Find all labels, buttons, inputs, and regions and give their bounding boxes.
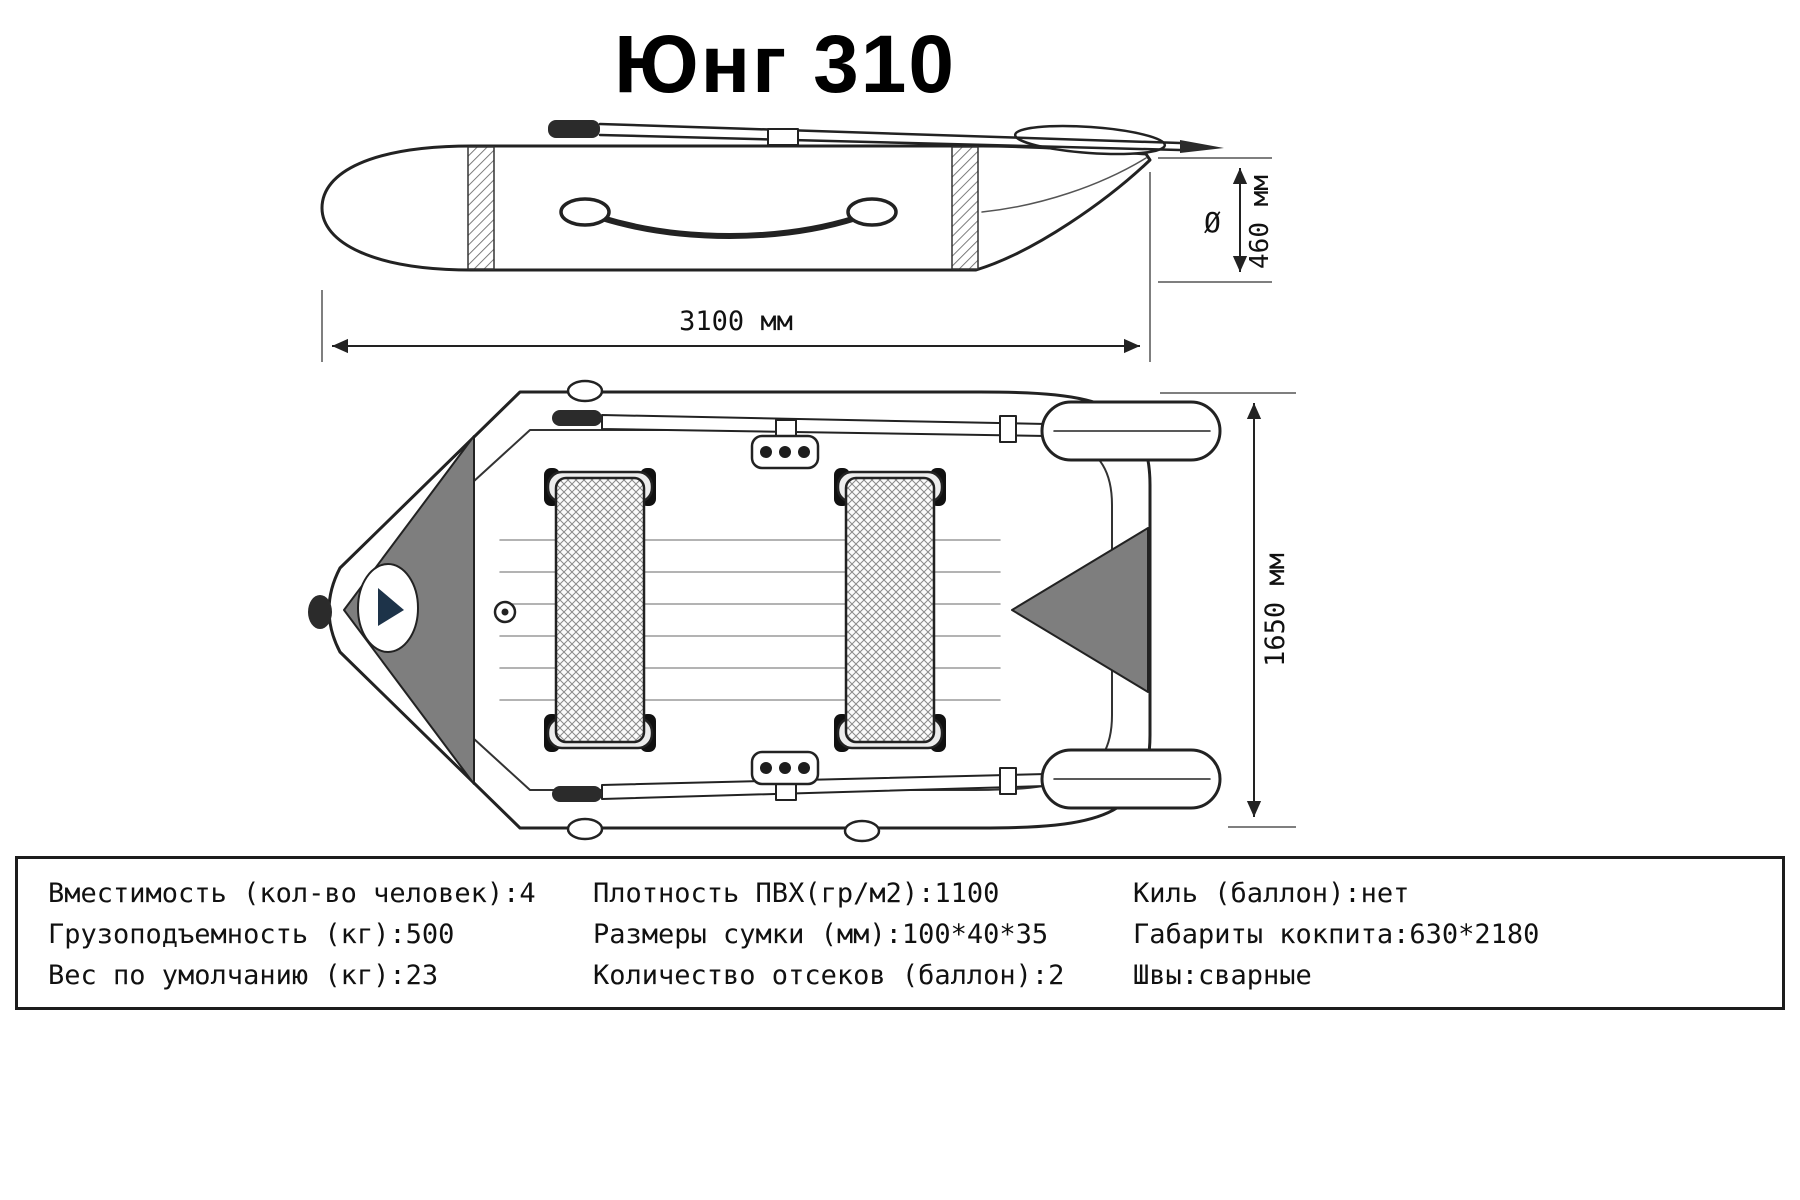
side-oar-tip	[1180, 140, 1224, 153]
oar-top	[552, 400, 1222, 462]
dimension-length: 3100 мм	[321, 172, 1151, 362]
brand-logo	[378, 588, 404, 626]
side-oar-grip	[548, 120, 600, 138]
boat-top-view	[308, 379, 1222, 843]
tube-loop-bottom-right	[843, 819, 881, 843]
oar-bottom-grip	[552, 786, 602, 802]
side-seam-band-bow	[467, 146, 495, 270]
spec-seams: Швы:сварные	[1133, 960, 1312, 991]
spec-load-capacity: Грузоподъемность (кг):500	[48, 919, 455, 950]
tube-loop-bottom-left	[566, 817, 604, 841]
spec-pvc-density: Плотность ПВХ(гр/м2):1100	[593, 878, 1000, 909]
rope-handle	[599, 215, 859, 239]
spec-cockpit-size: Габариты кокпита:630*2180	[1133, 919, 1540, 950]
side-seam-band-stern	[951, 146, 979, 270]
side-hull-outline	[320, 144, 1152, 272]
handle-grommet-right	[846, 197, 898, 227]
oar-bottom	[552, 748, 1222, 810]
page-title: Юнг 310	[614, 19, 956, 110]
spec-keel: Киль (баллон):нет	[1133, 878, 1410, 909]
tube-diameter-label: 460 мм	[1245, 175, 1275, 269]
bow-valve	[308, 595, 332, 629]
diameter-symbol: Ø	[1204, 206, 1221, 239]
dimension-tube-diameter: Ø 460 мм	[1158, 157, 1275, 283]
bench-seat-rear	[834, 468, 946, 752]
specs-table: Вместимость (кол-во человек):4 Грузоподъ…	[15, 856, 1785, 1010]
beam-label: 1650 мм	[1260, 553, 1291, 667]
specs-column-3: Киль (баллон):нет Габариты кокпита:630*2…	[1103, 859, 1782, 1007]
oarlock-top	[750, 419, 820, 470]
oar-top-collar	[999, 415, 1017, 443]
specs-column-1: Вместимость (кол-во человек):4 Грузоподъ…	[18, 859, 563, 1007]
oar-bottom-collar	[999, 767, 1017, 795]
stern-cone-panel	[1011, 527, 1149, 693]
bench-seat-front	[544, 468, 656, 752]
side-oar-collar	[767, 128, 799, 146]
oarlock-bottom	[750, 750, 820, 801]
tube-loop-top	[566, 379, 604, 403]
specs-column-2: Плотность ПВХ(гр/м2):1100 Размеры сумки …	[563, 859, 1103, 1007]
handle-grommet-left	[559, 197, 611, 227]
side-stern-contour	[981, 157, 1147, 213]
length-label: 3100 мм	[679, 306, 793, 337]
spec-bag-size: Размеры сумки (мм):100*40*35	[593, 919, 1049, 950]
spec-compartments: Количество отсеков (баллон):2	[593, 960, 1065, 991]
spec-capacity: Вместимость (кол-во человек):4	[48, 878, 536, 909]
oar-top-grip	[552, 410, 602, 426]
spec-weight: Вес по умолчанию (кг):23	[48, 960, 439, 991]
dimension-beam: 1650 мм	[1160, 392, 1296, 828]
boat-side-view	[320, 120, 1224, 272]
side-oar	[548, 120, 1224, 156]
